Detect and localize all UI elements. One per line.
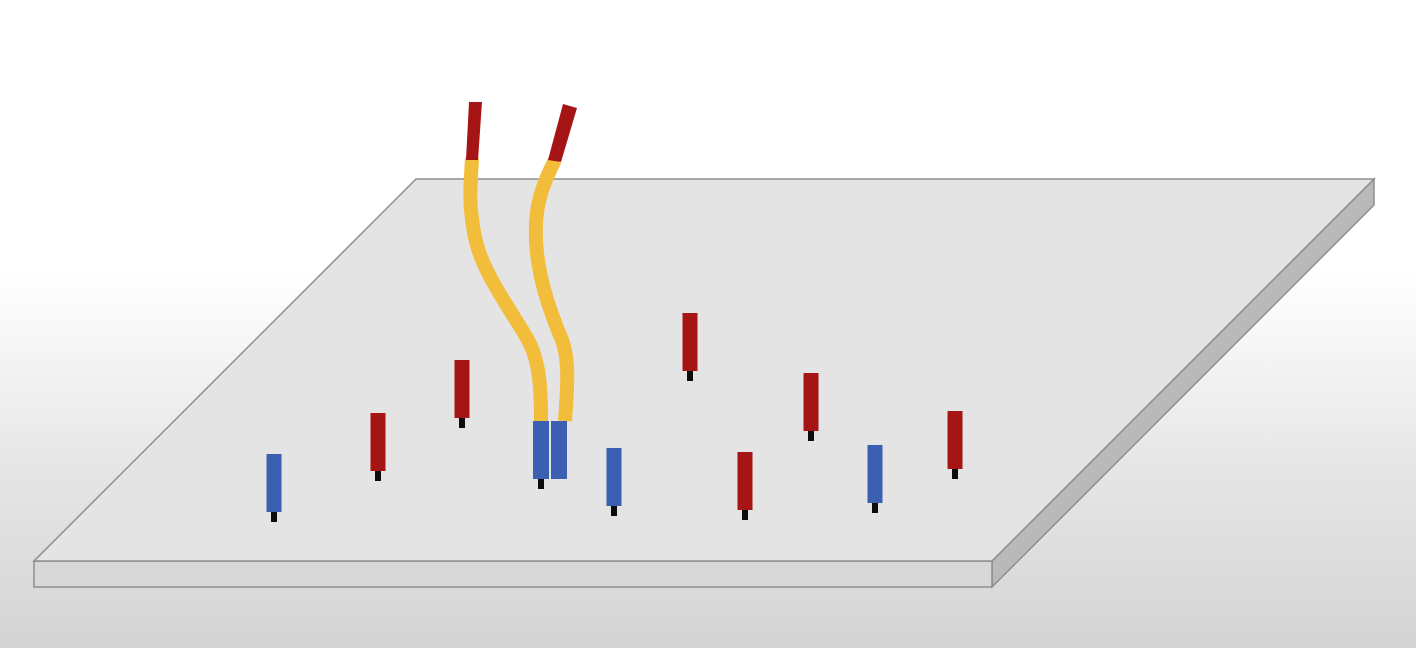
- red-segment: [370, 413, 386, 471]
- slab: [32, 177, 1376, 589]
- free-molecule-red: [682, 313, 698, 381]
- blue-segment: [551, 421, 567, 479]
- slab-front-face: [33, 560, 993, 588]
- blue-segment: [266, 454, 282, 512]
- blue-segment: [533, 421, 549, 479]
- free-molecules: [266, 313, 963, 522]
- free-molecule-blue: [867, 445, 883, 513]
- free-molecule-blue: [266, 454, 282, 522]
- surface-anchor: [538, 477, 544, 489]
- free-molecule-red: [737, 452, 753, 520]
- surface-anchor: [808, 429, 814, 441]
- surface-anchor: [611, 504, 617, 516]
- red-segment: [454, 360, 470, 418]
- surface-anchor: [375, 469, 381, 481]
- surface-anchor: [271, 510, 277, 522]
- yellow-linker: [528, 156, 575, 422]
- free-molecule-red: [370, 413, 386, 481]
- slab-top-face: [32, 178, 1376, 562]
- red-segment: [466, 102, 482, 160]
- free-molecule-red: [947, 411, 963, 479]
- surface-anchor: [687, 369, 693, 381]
- red-segment: [737, 452, 753, 510]
- yellow-linker: [463, 157, 548, 422]
- red-segment: [803, 373, 819, 431]
- free-molecule-blue: [606, 448, 622, 516]
- free-molecule-red: [454, 360, 470, 428]
- blue-segment: [606, 448, 622, 506]
- free-molecule-red: [803, 373, 819, 441]
- blue-segment: [867, 445, 883, 503]
- surface-anchor: [742, 508, 748, 520]
- red-segment: [682, 313, 698, 371]
- surface-anchor: [459, 416, 465, 428]
- tethered-molecules: [463, 102, 577, 489]
- surface-anchor: [952, 467, 958, 479]
- tethered-molecule: [528, 104, 577, 479]
- surface-anchor: [872, 501, 878, 513]
- tethered-molecule: [463, 102, 549, 489]
- red-segment: [947, 411, 963, 469]
- red-segment: [548, 104, 577, 162]
